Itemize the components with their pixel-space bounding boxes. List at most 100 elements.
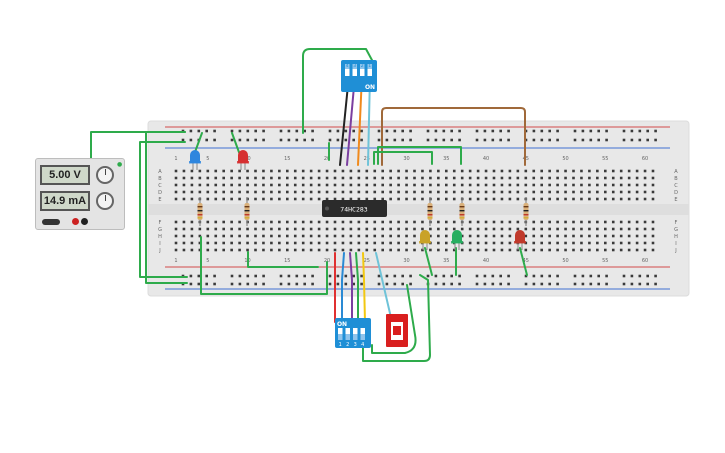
column-number: 50: [562, 258, 568, 264]
resistor[interactable]: [197, 197, 203, 226]
row-letter: C: [158, 183, 162, 189]
power-switch[interactable]: [42, 219, 60, 225]
green-led[interactable]: [451, 230, 463, 250]
blue-led[interactable]: [189, 150, 201, 170]
wire-slide-green-1: [371, 284, 417, 354]
voltage-display: 5.00 V: [40, 165, 90, 185]
wire-bottom-left-2: [247, 251, 319, 268]
dip-top-number: 1: [368, 63, 371, 69]
row-letter: F: [675, 220, 678, 226]
column-number: 55: [602, 156, 608, 162]
column-number: 60: [642, 258, 648, 264]
column-number: 50: [562, 156, 568, 162]
breadboard-holes: [174, 129, 657, 286]
wire-green-r2: [377, 146, 462, 165]
dip-top-on-label: ON: [365, 84, 375, 91]
positive-terminal[interactable]: [72, 218, 79, 225]
wire-green-bottom: [355, 252, 359, 323]
wire-brown: [381, 107, 526, 166]
row-letter: D: [674, 190, 678, 196]
column-number: 15: [284, 156, 290, 162]
wire-left-loop-1: [139, 141, 188, 278]
dip-bottom-on-label: ON: [337, 321, 347, 328]
wire-purple-bottom: [349, 252, 353, 323]
column-number: 30: [403, 258, 409, 264]
row-letter: E: [674, 197, 677, 203]
column-number: 40: [483, 258, 489, 264]
dip-bottom-number: 1: [339, 342, 342, 348]
red-led[interactable]: [237, 150, 249, 170]
current-knob[interactable]: [96, 192, 114, 210]
ic-74hc283[interactable]: 74HC283: [322, 200, 387, 217]
column-number: 45: [523, 258, 529, 264]
ic-label: 74HC283: [340, 206, 367, 214]
resistors: [197, 197, 529, 226]
dip-bottom-number: 3: [354, 342, 357, 348]
row-letter: H: [674, 234, 678, 240]
wire-left-loop-2: [145, 131, 188, 284]
row-letter: F: [159, 220, 162, 226]
row-letter: J: [158, 248, 160, 254]
column-number: 40: [483, 156, 489, 162]
row-letter: I: [675, 241, 676, 247]
dip-bottom-number: 4: [361, 342, 364, 348]
row-letter: D: [158, 190, 162, 196]
wire-blue-bottom: [341, 252, 345, 323]
dip-top-number: 2: [361, 63, 364, 69]
power-supply: 5.00 V 14.9 mA ●: [35, 158, 125, 230]
wire-dip-top-loop: [302, 48, 346, 134]
red-led[interactable]: [514, 230, 526, 250]
row-letter: A: [158, 169, 162, 175]
row-letter: B: [158, 176, 162, 182]
row-letter: G: [674, 227, 678, 233]
column-number: 25: [364, 258, 370, 264]
column-number: 5: [206, 156, 209, 162]
wire-led-yellow: [424, 247, 433, 276]
row-letter: G: [158, 227, 162, 233]
leds: [189, 150, 526, 250]
column-number: 35: [443, 156, 449, 162]
column-number: 20: [324, 156, 330, 162]
dip-top-number: 3: [353, 63, 356, 69]
voltage-knob[interactable]: [96, 166, 114, 184]
current-display: 14.9 mA: [40, 191, 90, 211]
row-letter: I: [159, 241, 160, 247]
wire-green-r1: [373, 151, 433, 165]
column-number: 5: [206, 258, 209, 264]
column-number: 60: [642, 156, 648, 162]
wire-green-top-dip: [344, 48, 374, 63]
dip-bottom-number: 2: [346, 342, 349, 348]
column-number: 15: [284, 258, 290, 264]
power-indicator-icon: ●: [117, 161, 123, 168]
column-number: 30: [403, 156, 409, 162]
resistor[interactable]: [244, 197, 250, 226]
wire-yellow-bottom: [362, 252, 366, 323]
row-letter: C: [674, 183, 678, 189]
resistor[interactable]: [459, 197, 465, 226]
wire-slide-green-2: [362, 274, 431, 362]
resistor[interactable]: [427, 197, 433, 226]
row-letter: H: [158, 234, 162, 240]
resistor[interactable]: [523, 197, 529, 226]
negative-terminal[interactable]: [81, 218, 88, 225]
column-number: 1: [174, 156, 177, 162]
wire-bottom-left: [200, 236, 328, 295]
wire-led-red: [231, 132, 241, 156]
slide-switch[interactable]: [386, 314, 408, 347]
column-number: 20: [324, 258, 330, 264]
row-letter: B: [674, 176, 678, 182]
row-letter: A: [674, 169, 678, 175]
column-number: 35: [443, 258, 449, 264]
dip-top-number: 4: [346, 63, 349, 69]
yellow-led[interactable]: [419, 230, 431, 250]
wire-led-red-b: [519, 247, 528, 276]
wire-lightblue-bottom: [375, 252, 393, 323]
wire-led-blue: [194, 132, 203, 153]
column-number: 1: [174, 258, 177, 264]
column-number: 55: [602, 258, 608, 264]
row-letter: J: [674, 248, 676, 254]
